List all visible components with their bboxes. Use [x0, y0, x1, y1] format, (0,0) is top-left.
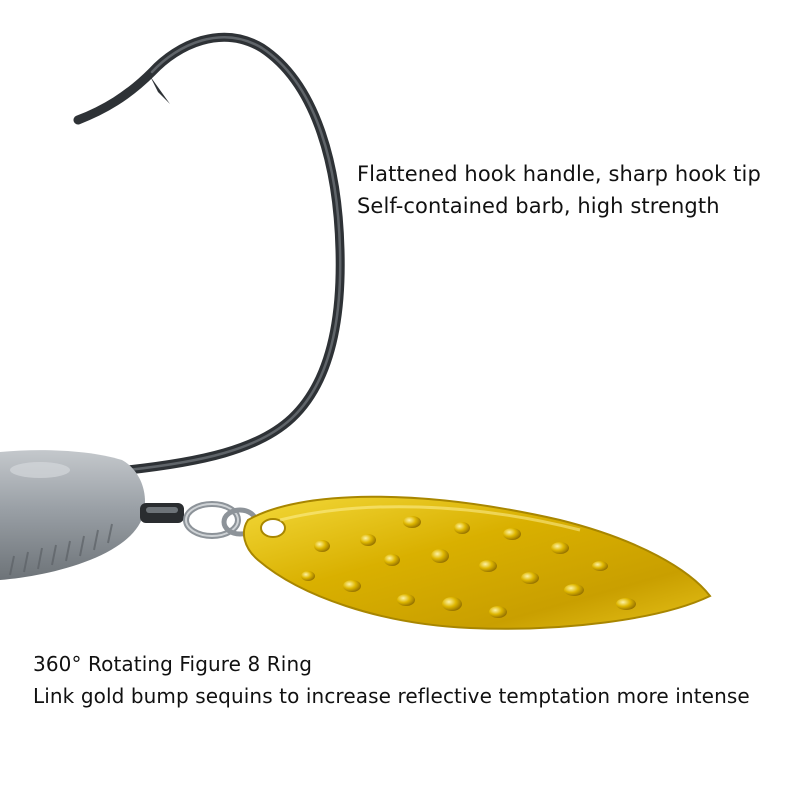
- fishing-hook-icon: [73, 32, 345, 475]
- blade-caption-line-1: 360° Rotating Figure 8 Ring: [33, 652, 313, 676]
- willow-blade-icon: [242, 495, 712, 630]
- blade-caption: 360° Rotating Figure 8 Ring Link gold bu…: [33, 648, 750, 712]
- blade-caption-line-2: Link gold bump sequins to increase refle…: [33, 684, 750, 708]
- hook-caption: Flattened hook handle, sharp hook tip Se…: [357, 158, 761, 222]
- swivel-icon: [140, 503, 184, 523]
- weight-head-icon: [0, 450, 146, 580]
- hook-caption-line-1: Flattened hook handle, sharp hook tip: [357, 162, 761, 186]
- hook-caption-line-2: Self-contained barb, high strength: [357, 194, 720, 218]
